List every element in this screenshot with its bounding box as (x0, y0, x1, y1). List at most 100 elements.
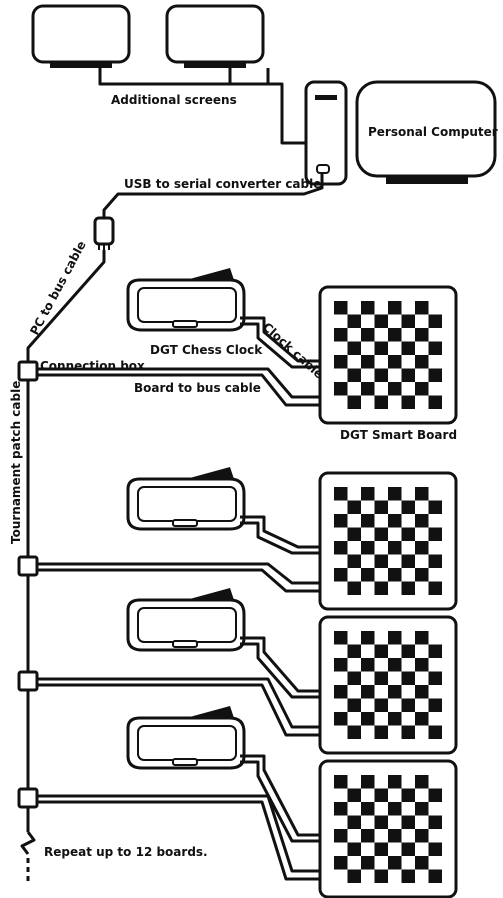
pc-tower (304, 80, 348, 186)
board-square (428, 314, 442, 328)
board-square (374, 725, 388, 739)
board-square (415, 658, 429, 672)
personal-computer-label: Personal Computer (368, 125, 498, 139)
board-square (334, 658, 348, 672)
clock-button (172, 519, 198, 527)
board-square (388, 355, 402, 369)
board-square (334, 487, 348, 501)
board-square (374, 554, 388, 568)
board-square (374, 644, 388, 658)
chess-clock (126, 706, 246, 770)
board-square (401, 869, 415, 883)
board-square (415, 712, 429, 726)
smart-board (318, 471, 458, 611)
connection-box-label: Connection box (40, 359, 145, 373)
clock-cable-inner (240, 754, 320, 837)
board-square (374, 341, 388, 355)
station-3 (17, 588, 458, 755)
personal-computer (355, 80, 497, 184)
board-bus-cable (38, 562, 320, 585)
board-square (428, 581, 442, 595)
board-square (415, 355, 429, 369)
board-square (361, 658, 375, 672)
clock-cable-inner (240, 636, 320, 693)
board-square (401, 527, 415, 541)
board-bus-cable (38, 677, 320, 729)
board-square (347, 815, 361, 829)
board-square (428, 644, 442, 658)
board-square (347, 368, 361, 382)
board-square (388, 685, 402, 699)
board-square (334, 712, 348, 726)
board-bus-cable (38, 794, 320, 873)
board-square (388, 631, 402, 645)
board-square (361, 382, 375, 396)
additional-screens-label: Additional screens (111, 93, 237, 107)
board-square (428, 395, 442, 409)
board-square (374, 500, 388, 514)
station-1 (17, 268, 458, 425)
board-square (347, 842, 361, 856)
repeat-label: Repeat up to 12 boards. (44, 845, 208, 859)
patch-cable-label: Tournament patch cable (9, 381, 23, 544)
board-square (415, 382, 429, 396)
board-square (415, 856, 429, 870)
chess-clock (126, 588, 246, 652)
smart-board (318, 759, 458, 898)
board-square (347, 725, 361, 739)
board-square (347, 788, 361, 802)
board-square (374, 842, 388, 856)
clock-cable (240, 642, 320, 699)
board-square (374, 671, 388, 685)
board-square (361, 685, 375, 699)
board-square (428, 725, 442, 739)
clock-button (172, 640, 198, 648)
board-bus-cable-inner (38, 800, 320, 881)
board-square (415, 568, 429, 582)
board-square (401, 842, 415, 856)
board-bus-cable-inner (38, 568, 320, 593)
board-square (415, 487, 429, 501)
usb-cable-label: USB to serial converter cable (124, 177, 321, 191)
clock-cable (240, 760, 320, 843)
board-square (334, 685, 348, 699)
board-square (347, 869, 361, 883)
board-square (388, 301, 402, 315)
board-square (401, 368, 415, 382)
board-square (428, 554, 442, 568)
board-square (428, 815, 442, 829)
board-square (347, 644, 361, 658)
board-square (347, 341, 361, 355)
board-square (374, 815, 388, 829)
board-square (388, 328, 402, 342)
board-square (361, 301, 375, 315)
board-bus-cable (38, 367, 320, 399)
board-square (347, 500, 361, 514)
board-square (388, 541, 402, 555)
board-square (388, 775, 402, 789)
board-square (361, 631, 375, 645)
board-square (334, 328, 348, 342)
board-square (401, 788, 415, 802)
board-square (415, 328, 429, 342)
board-square (415, 802, 429, 816)
board-square (401, 581, 415, 595)
board-square (388, 514, 402, 528)
clock-button (172, 320, 198, 328)
board-square (361, 802, 375, 816)
board-bus-cable-label: Board to bus cable (134, 381, 261, 395)
connection-box (17, 555, 39, 577)
board-square (374, 395, 388, 409)
station-4 (17, 706, 458, 898)
board-square (415, 514, 429, 528)
chess-clock (126, 268, 246, 332)
usb-serial-cable (102, 172, 324, 218)
board-square (347, 671, 361, 685)
board-square (401, 395, 415, 409)
board-square (401, 554, 415, 568)
board-square (361, 775, 375, 789)
board-square (415, 631, 429, 645)
board-square (334, 355, 348, 369)
board-square (374, 581, 388, 595)
